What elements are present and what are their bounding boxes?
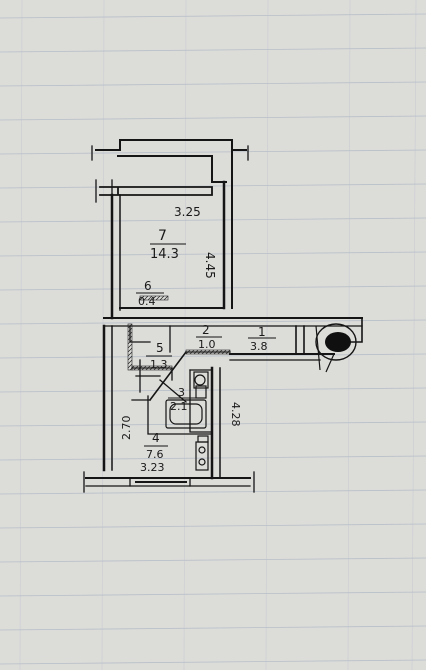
walls	[83, 139, 363, 493]
hatched-partition	[185, 349, 231, 355]
room-area-2: 1.0	[198, 338, 216, 351]
dark-patch-icon	[325, 332, 351, 352]
room-area-7: 14.3	[150, 247, 179, 262]
room-area-1: 3.8	[250, 340, 268, 353]
room-number-2: 2	[202, 323, 210, 337]
hatched-partition	[127, 323, 133, 371]
hatched-partition	[131, 365, 173, 371]
bathtub-icon	[165, 399, 207, 429]
room-area-4: 7.6	[146, 448, 164, 461]
room-number-7: 7	[158, 228, 167, 244]
room-area-3: 2.1	[170, 400, 188, 413]
room-area-6: 0.4	[138, 295, 156, 308]
ruled-lines	[0, 13, 426, 665]
dimension-hall-length: 4.28	[229, 402, 242, 427]
room-area-5: 1.3	[150, 358, 168, 371]
toilet-icon	[195, 385, 207, 399]
stair-landing	[315, 323, 357, 373]
window-room-7	[99, 186, 213, 196]
balcony-outline	[95, 139, 247, 151]
dimension-room7-width: 3.25	[174, 205, 201, 219]
sink-icon	[194, 374, 206, 386]
room-number-5: 5	[156, 341, 164, 355]
room-number-1: 1	[258, 325, 266, 339]
kitchen-sink-icon	[197, 435, 209, 443]
fixtures	[165, 371, 209, 471]
dimension-kitchen-width: 2.70	[120, 416, 133, 441]
dimension-kitchen-bottom: 3.23	[140, 461, 165, 474]
room-number-6: 6	[144, 279, 152, 293]
hatched-partition	[139, 295, 169, 301]
room-number-4: 4	[152, 431, 160, 445]
room-number-3: 3	[178, 386, 185, 399]
dimension-room7-length: 4.45	[203, 252, 217, 279]
